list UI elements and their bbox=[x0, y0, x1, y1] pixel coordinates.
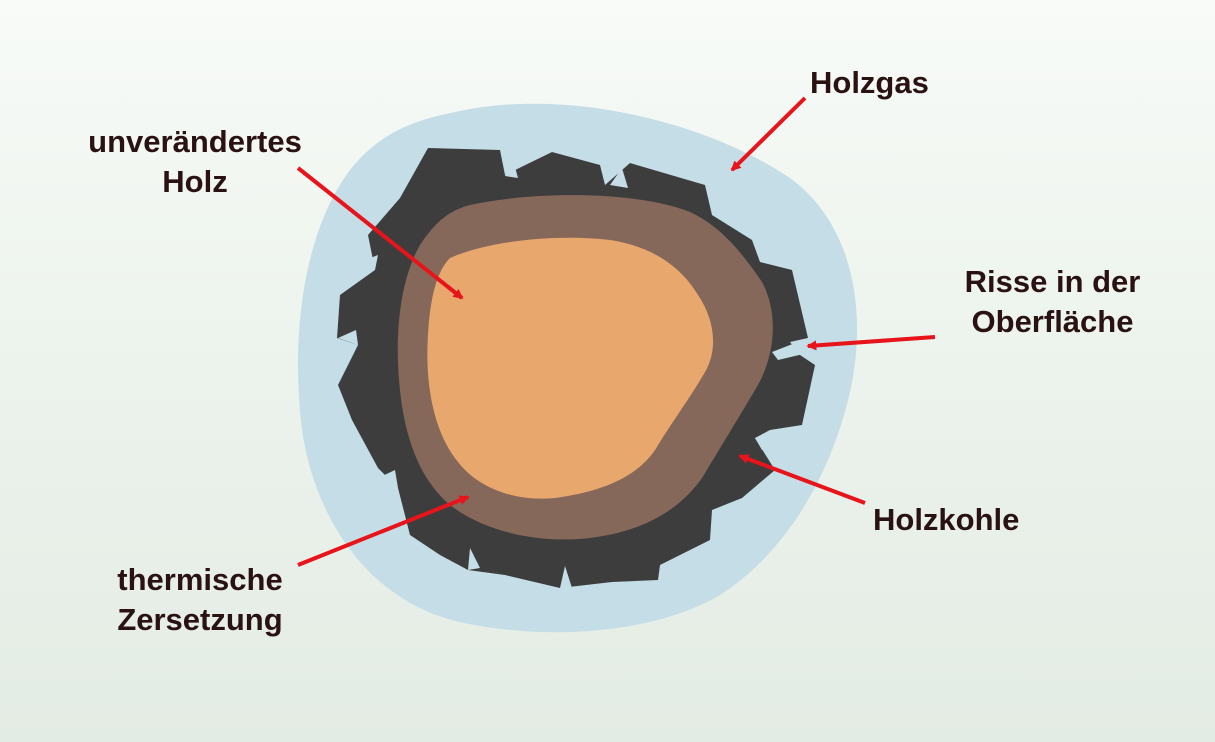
label-holzkohle: Holzkohle bbox=[873, 500, 1019, 540]
label-unveraendertes-holz: unverändertes Holz bbox=[50, 122, 340, 202]
arrow-holzgas bbox=[732, 98, 805, 170]
label-thermische-zersetzung: thermische Zersetzung bbox=[70, 560, 330, 640]
label-risse-in-der-oberflaeche: Risse in der Oberfläche bbox=[930, 262, 1175, 342]
label-holzgas: Holzgas bbox=[810, 63, 929, 103]
